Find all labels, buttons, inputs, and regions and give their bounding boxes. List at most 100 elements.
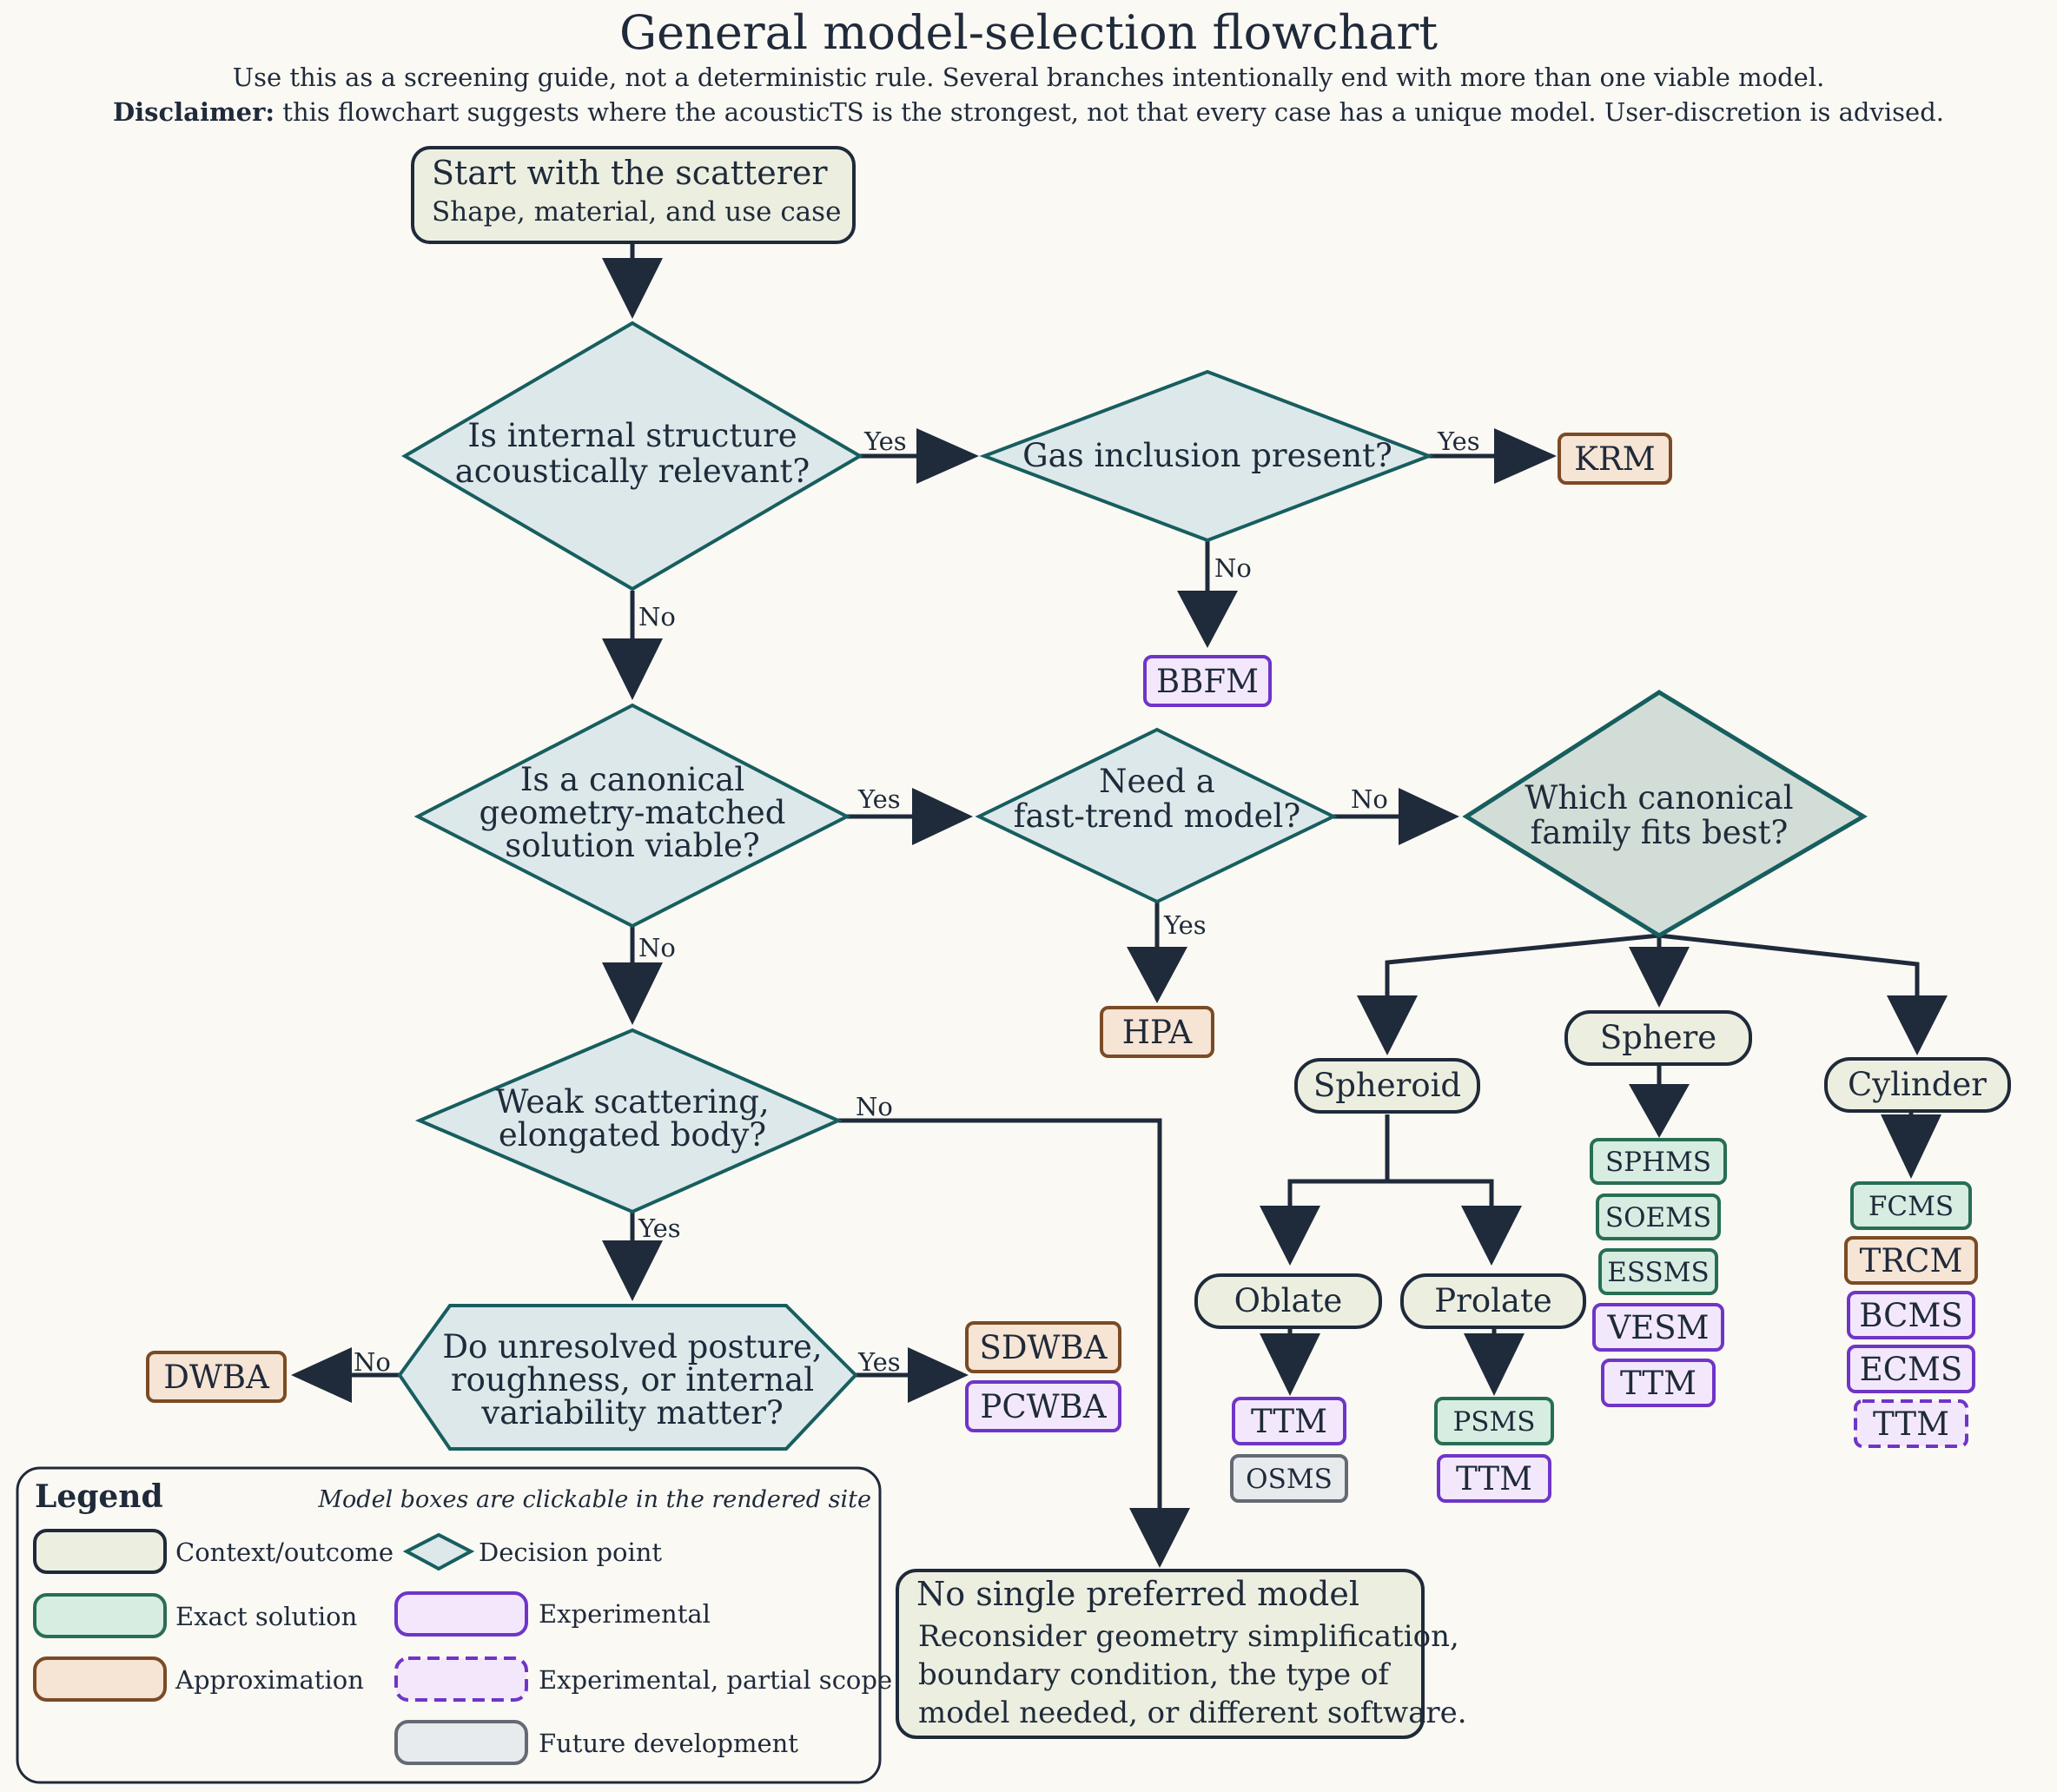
- model-box[interactable]: [1143, 655, 1272, 707]
- legend-label-partial: Experimental, partial scope: [539, 1665, 892, 1695]
- model-label: BBFM: [1156, 663, 1259, 700]
- legend-label-exact: Exact solution: [175, 1602, 357, 1631]
- decision-line: elongated body?: [499, 1116, 766, 1154]
- model-essms[interactable]: ESSMS: [1598, 1248, 1718, 1295]
- model-box[interactable]: [1854, 1399, 1968, 1448]
- edge-label-yes: Yes: [1163, 910, 1207, 940]
- model-label: ESSMS: [1607, 1257, 1710, 1288]
- legend-title: Legend: [35, 1478, 163, 1515]
- decision-hexagon: [397, 1304, 858, 1451]
- model-box[interactable]: [1592, 1303, 1724, 1352]
- model-label: TTM: [1251, 1403, 1327, 1440]
- arrowhead: [1127, 947, 1187, 1003]
- model-box[interactable]: [1847, 1345, 1975, 1393]
- model-fcms[interactable]: FCMS: [1850, 1181, 1972, 1230]
- model-sphere-ttm[interactable]: TTM: [1601, 1359, 1716, 1407]
- model-box[interactable]: [1437, 1454, 1551, 1503]
- decision-line: roughness, or internal: [451, 1361, 814, 1399]
- model-sdwba[interactable]: SDWBA: [965, 1321, 1121, 1373]
- decision-diamond: [979, 369, 1434, 543]
- decision-line: variability matter?: [480, 1394, 784, 1432]
- model-box[interactable]: [146, 1351, 287, 1403]
- model-box[interactable]: [1590, 1138, 1727, 1185]
- model-box[interactable]: [1434, 1397, 1554, 1445]
- decision-line: family fits best?: [1531, 814, 1789, 851]
- model-label: OSMS: [1246, 1464, 1333, 1495]
- model-box[interactable]: [1100, 1006, 1214, 1058]
- legend-label-decision: Decision point: [479, 1537, 662, 1567]
- decision-line: Is internal structure: [467, 417, 797, 454]
- decision-line: fast-trend model?: [1014, 797, 1300, 835]
- legend-swatch-context: [33, 1529, 167, 1574]
- model-dwba[interactable]: DWBA: [146, 1351, 287, 1403]
- model-label: BCMS: [1859, 1297, 1962, 1334]
- model-box[interactable]: [1596, 1194, 1721, 1240]
- model-prolate-ttm[interactable]: TTM: [1437, 1454, 1551, 1503]
- edge-label-no: No: [638, 602, 676, 631]
- family-label: Cylinder: [1848, 1066, 1987, 1103]
- model-cylinder-ttm[interactable]: TTM: [1854, 1399, 1968, 1448]
- family-label: Oblate: [1234, 1282, 1343, 1319]
- model-soems[interactable]: SOEMS: [1596, 1194, 1721, 1240]
- no-single-box: [896, 1569, 1425, 1739]
- model-box[interactable]: [1598, 1248, 1718, 1295]
- model-vesm[interactable]: VESM: [1592, 1303, 1724, 1352]
- model-trcm[interactable]: TRCM: [1844, 1236, 1978, 1285]
- model-box[interactable]: [1232, 1397, 1346, 1445]
- decision-line: Need a: [1099, 763, 1215, 800]
- family-box: [1194, 1273, 1382, 1329]
- model-ecms[interactable]: ECMS: [1847, 1345, 1975, 1393]
- legend-swatch-future: [394, 1720, 528, 1765]
- model-label: SDWBA: [980, 1329, 1108, 1366]
- family-cylinder: Cylinder: [1824, 1057, 2011, 1113]
- model-label: DWBA: [163, 1359, 270, 1396]
- arrowhead: [602, 638, 663, 700]
- family-box: [1564, 1010, 1752, 1066]
- model-oblate-ttm[interactable]: TTM: [1232, 1397, 1346, 1445]
- model-box[interactable]: [965, 1380, 1121, 1432]
- start-box: [411, 146, 856, 244]
- decision-line: acoustically relevant?: [455, 453, 810, 490]
- arrowhead: [916, 428, 979, 484]
- decision-line: Gas inclusion present?: [1022, 437, 1392, 474]
- model-bbfm[interactable]: BBFM: [1143, 655, 1272, 707]
- model-psms[interactable]: PSMS: [1434, 1397, 1554, 1445]
- model-hpa[interactable]: HPA: [1100, 1006, 1214, 1058]
- model-box[interactable]: [1230, 1454, 1348, 1503]
- model-box[interactable]: [965, 1321, 1121, 1373]
- decision-diamond: [1462, 690, 1868, 938]
- arrowhead: [1260, 1333, 1320, 1396]
- disclaimer: Disclaimer: this flowchart suggests wher…: [113, 97, 1944, 127]
- model-box[interactable]: [1601, 1359, 1716, 1407]
- no-single-model-node: No single preferred model Reconsider geo…: [896, 1569, 1467, 1739]
- model-box[interactable]: [1850, 1181, 1972, 1230]
- disclaimer-label: Disclaimer:: [113, 97, 274, 127]
- legend-swatch-decision: [402, 1532, 475, 1571]
- model-osms[interactable]: OSMS: [1230, 1454, 1348, 1503]
- model-box[interactable]: [1847, 1291, 1975, 1339]
- model-sphms[interactable]: SPHMS: [1590, 1138, 1727, 1185]
- model-krm[interactable]: KRM: [1558, 433, 1672, 485]
- decision-canonical-geometry: Is a canonical geometry-matched solution…: [413, 703, 851, 929]
- family-spheroid: Spheroid: [1294, 1058, 1480, 1114]
- legend-label-future: Future development: [539, 1729, 798, 1758]
- decision-gas-inclusion: Gas inclusion present?: [979, 369, 1434, 543]
- model-pcwba[interactable]: PCWBA: [965, 1380, 1121, 1432]
- model-bcms[interactable]: BCMS: [1847, 1291, 1975, 1339]
- no-single-title: No single preferred model: [916, 1575, 1359, 1613]
- family-label: Prolate: [1434, 1282, 1552, 1319]
- arrowhead: [602, 1240, 663, 1301]
- decision-line: Do unresolved posture,: [442, 1328, 822, 1365]
- model-box[interactable]: [1844, 1236, 1978, 1285]
- arrowhead: [1129, 1508, 1190, 1568]
- arrowhead: [291, 1347, 352, 1403]
- legend-note: Model boxes are clickable in the rendere…: [317, 1486, 871, 1513]
- family-box: [1294, 1058, 1480, 1114]
- arrowhead: [1629, 947, 1690, 1008]
- connectors: [352, 243, 1920, 1510]
- family-label: Sphere: [1600, 1019, 1716, 1056]
- no-single-line: Reconsider geometry simplification,: [918, 1619, 1459, 1654]
- model-box[interactable]: [1558, 433, 1672, 485]
